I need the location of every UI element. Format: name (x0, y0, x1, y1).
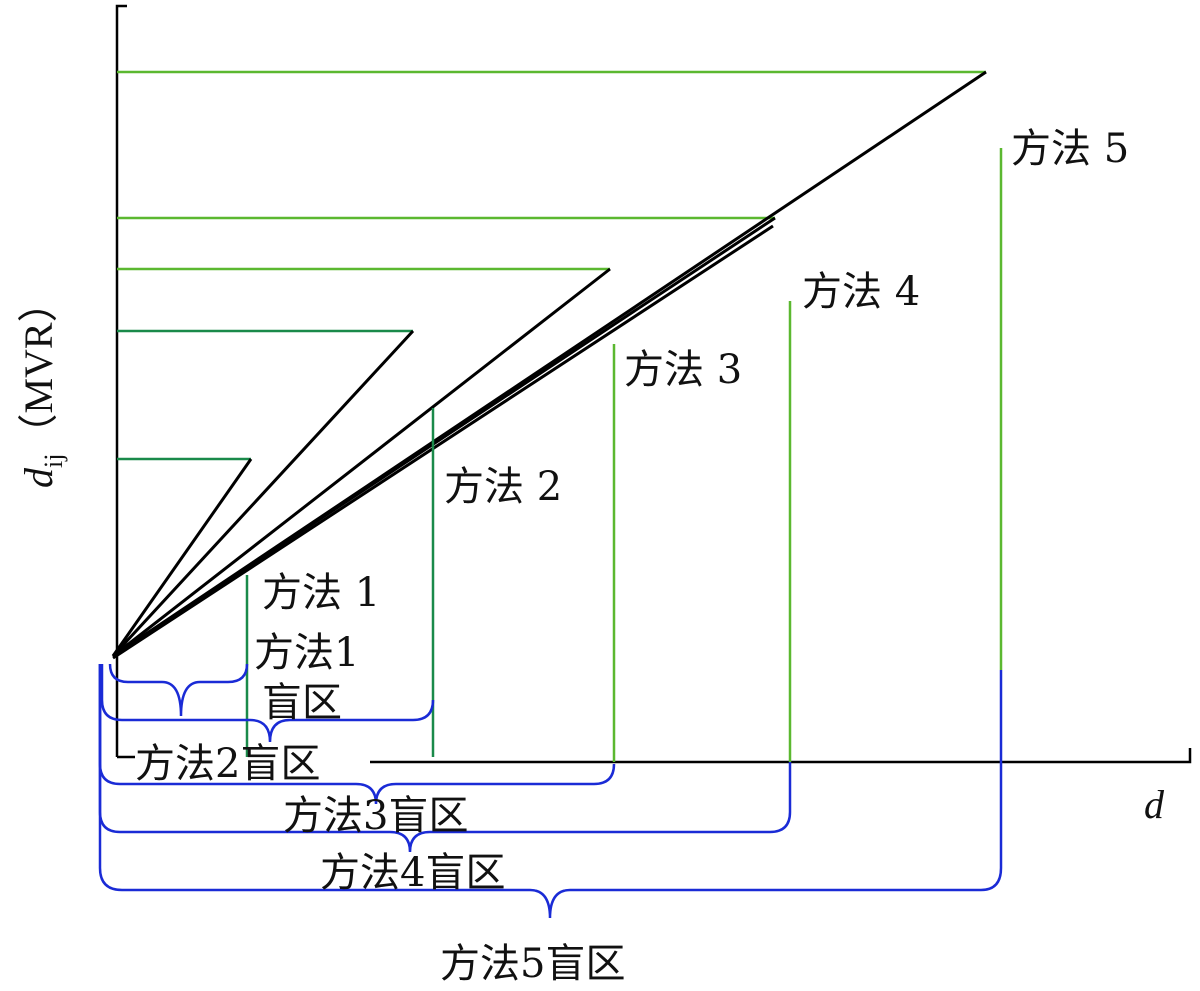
blind-zone-5-bracket (98, 664, 1003, 919)
x-axis-label: d (1144, 782, 1165, 827)
blind-zone-5-label: 方法5盲区 (440, 941, 625, 987)
method-1-label: 方法 1 (262, 570, 380, 616)
method-4-line-b (112, 224, 774, 660)
blind-zone-3-bracket (98, 664, 616, 805)
method-1-line (111, 458, 253, 657)
blind-zone-2-bracket (100, 664, 435, 743)
y-axis-subscript: ij (39, 454, 68, 468)
blind-zone-4-bracket (98, 664, 792, 853)
blind-zone-3-label: 方法3盲区 (283, 793, 468, 839)
method-2-line (111, 329, 415, 658)
method-5-label: 方法 5 (1011, 126, 1129, 172)
blind-zone-1-label-line1: 方法1 (254, 630, 359, 676)
y-axis (115, 4, 127, 757)
y-axis-var: d (16, 467, 61, 488)
method-2-label: 方法 2 (444, 464, 562, 510)
method-3-line (112, 267, 611, 658)
method-5-line (112, 70, 987, 658)
method-3-label: 方法 3 (624, 347, 742, 393)
svg-text:dij（MVR）: dij（MVR） (16, 282, 68, 488)
blind-zone-2-label: 方法2盲区 (135, 741, 320, 787)
blind-zone-4-label: 方法4盲区 (320, 850, 505, 896)
blind-zone-1-label-line2: 盲区 (262, 680, 342, 726)
y-axis-unit: （MVR） (16, 282, 61, 453)
blind-zone-1-bracket (108, 663, 249, 717)
method-4-label: 方法 4 (802, 269, 920, 315)
y-axis-label: dij（MVR） (16, 282, 68, 488)
x-axis (370, 748, 1192, 764)
